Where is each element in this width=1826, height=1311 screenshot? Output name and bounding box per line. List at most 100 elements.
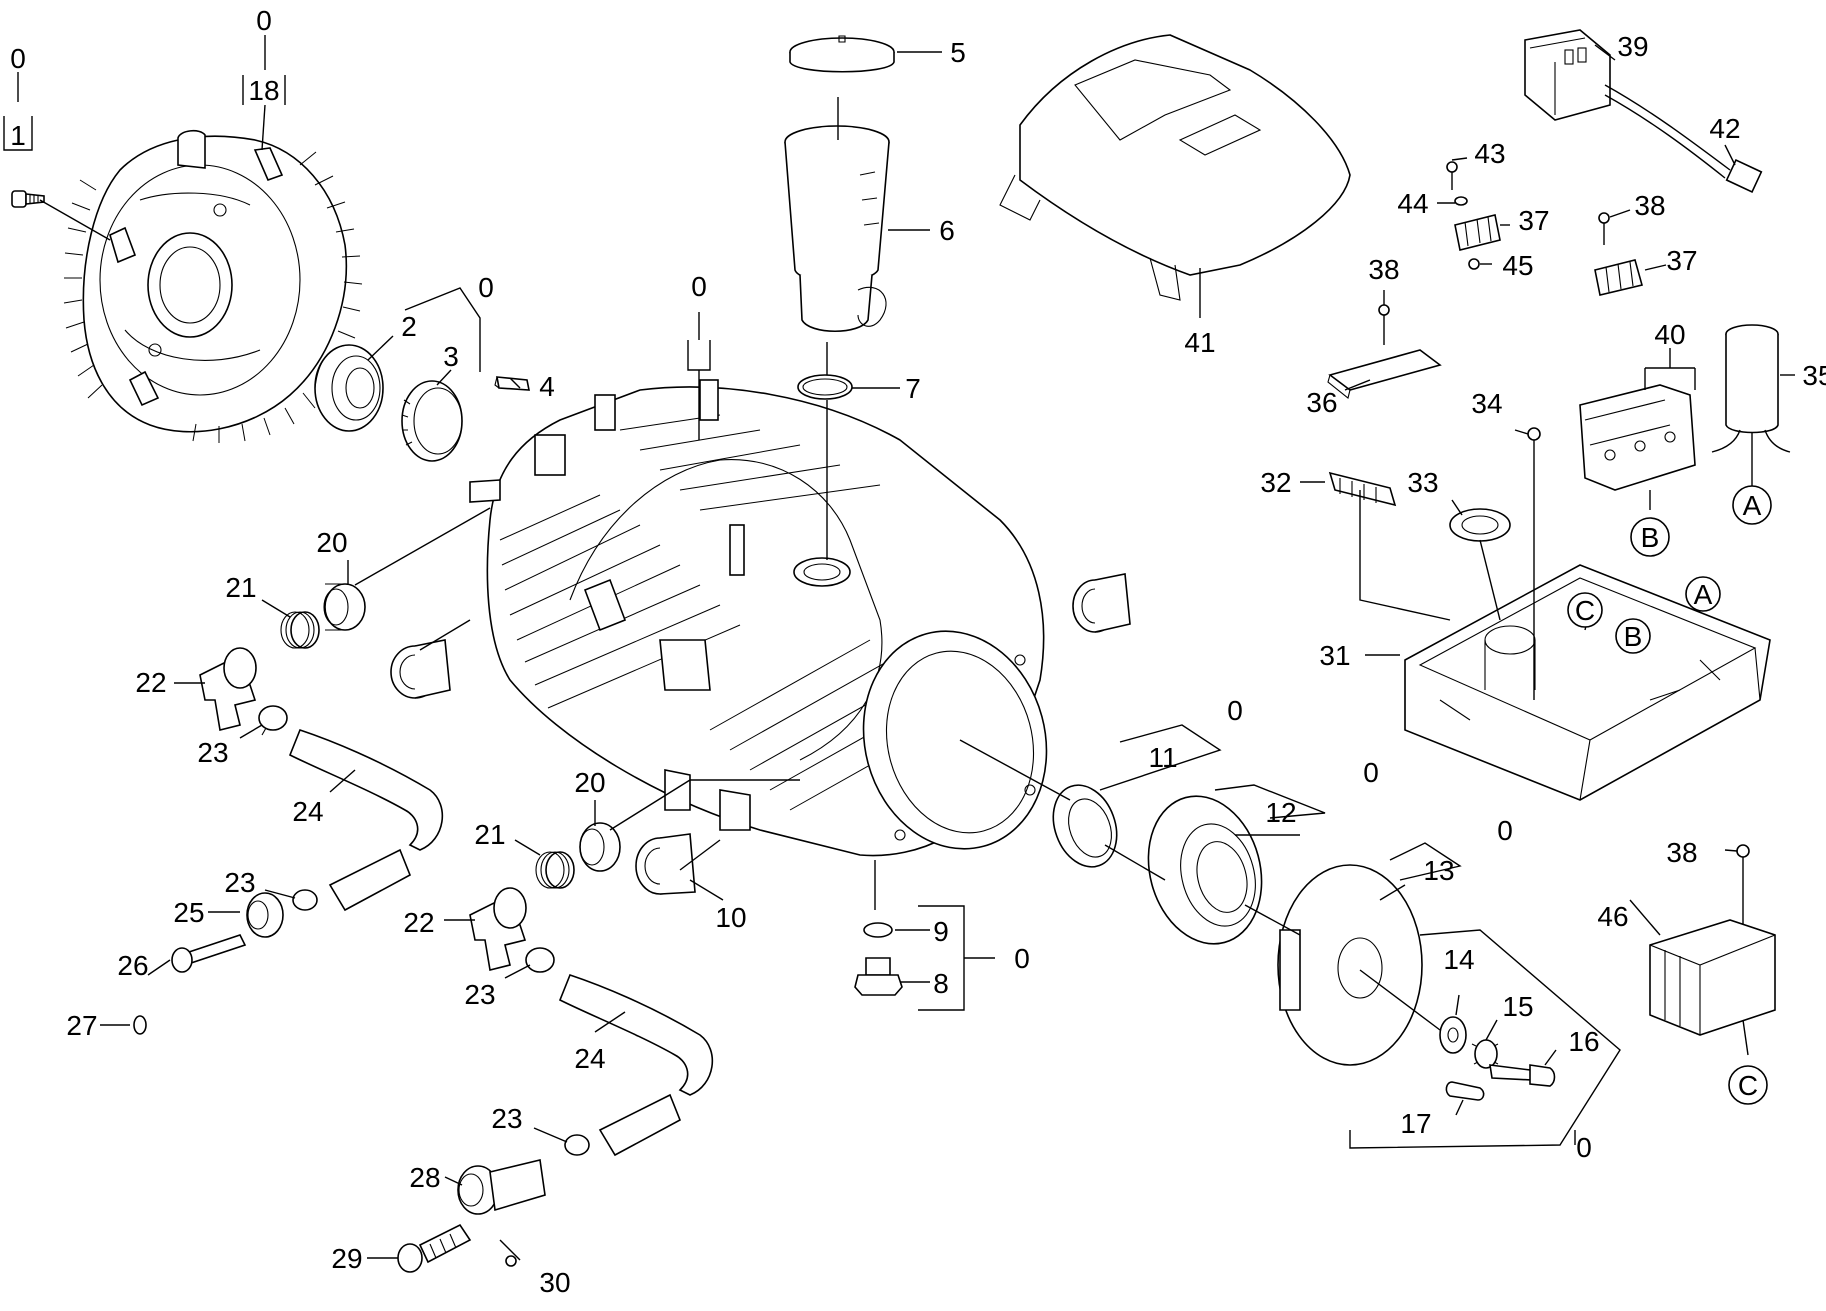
label-25: 25: [173, 897, 204, 928]
label-8: 8: [933, 968, 949, 999]
label-45: 45: [1502, 250, 1533, 281]
callout-circle-c-right: [1728, 1065, 1768, 1105]
label-33: 33: [1407, 467, 1438, 498]
part-number-labels: 0 1 0 18 0 2 3 4 0 5 6 7 20 21 22 23 24 …: [10, 5, 1826, 1298]
label-0: 0: [478, 272, 494, 303]
part-25-nut: [246, 892, 284, 938]
label-9: 9: [933, 916, 949, 947]
label-0: 0: [1497, 815, 1513, 846]
part-11-shaft-seal: [1052, 784, 1118, 868]
label-40: 40: [1654, 319, 1685, 350]
label-0: 0: [256, 5, 272, 36]
part-23-clamp-c: [525, 947, 555, 973]
label-2: 2: [401, 311, 417, 342]
part-20-sleeve-upper: [323, 583, 366, 631]
label-46: 46: [1597, 901, 1628, 932]
part-6-oil-tank: [784, 125, 890, 333]
label-21: 21: [225, 572, 256, 603]
part-7-o-ring: [797, 374, 853, 400]
label-18: 18: [248, 75, 279, 106]
label-10: 10: [715, 902, 746, 933]
label-41: 41: [1184, 327, 1215, 358]
part-17-key: [1445, 1081, 1485, 1101]
label-0: 0: [1363, 757, 1379, 788]
part-12-roller-bearing: [1147, 795, 1263, 945]
part-36-rail: [1327, 349, 1442, 399]
label-13: 13: [1423, 855, 1454, 886]
part-5-cap: [789, 35, 895, 73]
label-27: 27: [66, 1010, 97, 1041]
part-1-screw: [11, 190, 45, 208]
part-3-ring: [401, 380, 463, 462]
label-3: 3: [443, 341, 459, 372]
label-24: 24: [292, 796, 323, 827]
part-38-screw-a: [1378, 304, 1390, 345]
part-23-clamp-b: [292, 889, 318, 911]
part-4-key: [494, 376, 530, 391]
label-15: 15: [1502, 991, 1533, 1022]
part-10-valve-right: [1072, 573, 1131, 633]
label-16: 16: [1568, 1026, 1599, 1057]
label-7: 7: [905, 373, 921, 404]
part-23-clamp-a: [258, 705, 288, 736]
label-30: 30: [539, 1267, 570, 1298]
label-20: 20: [316, 527, 347, 558]
label-0: 0: [691, 271, 707, 302]
part-18-motor-cover: [63, 129, 363, 443]
part-30-screw: [505, 1255, 517, 1267]
part-41-cover-hood: [999, 34, 1351, 301]
callout-letter-a: A: [1694, 579, 1713, 610]
part-31-electrical-box: [1404, 564, 1771, 801]
part-15-lock-washer: [1471, 1039, 1499, 1069]
callout-circles: [1567, 485, 1772, 1105]
label-23: 23: [464, 979, 495, 1010]
part-44-washer: [1454, 196, 1468, 206]
callout-letter-c: C: [1575, 595, 1595, 626]
part-23-clamp-d: [564, 1134, 590, 1156]
part-20-sleeve-lower: [579, 822, 621, 872]
pump-housing: [469, 379, 1048, 857]
part-16-bolt: [1489, 1064, 1556, 1087]
part-39-contactor: [1524, 29, 1611, 121]
label-38: 38: [1634, 190, 1665, 221]
label-26: 26: [117, 950, 148, 981]
part-32-connector: [1328, 471, 1397, 507]
label-35: 35: [1802, 360, 1826, 391]
part-24-hose-upper: [288, 729, 444, 912]
label-0: 0: [1014, 943, 1030, 974]
label-44: 44: [1397, 188, 1428, 219]
label-38: 38: [1666, 837, 1697, 868]
part-14-washer: [1439, 1016, 1467, 1054]
label-0: 0: [1576, 1132, 1592, 1163]
label-37: 37: [1666, 245, 1697, 276]
label-14: 14: [1443, 944, 1474, 975]
part-22-elbow-lower: [469, 887, 527, 971]
callout-circle-b-box: [1615, 618, 1651, 654]
part-42-cable: [1604, 84, 1763, 193]
label-22: 22: [403, 907, 434, 938]
callout-circle-a-right: [1732, 485, 1772, 525]
label-29: 29: [331, 1243, 362, 1274]
part-46-terminal-block: [1649, 919, 1776, 1036]
label-1: 1: [10, 120, 26, 151]
label-34: 34: [1471, 388, 1502, 419]
label-12: 12: [1265, 797, 1296, 828]
label-39: 39: [1617, 31, 1648, 62]
part-28-fitting: [457, 1159, 546, 1215]
label-4: 4: [539, 371, 555, 402]
part-38-screw-b: [1598, 212, 1610, 245]
callout-letter-c: C: [1738, 1070, 1758, 1101]
callout-letter-b: B: [1624, 621, 1643, 652]
label-0: 0: [1227, 695, 1243, 726]
callout-circle-b-right: [1630, 517, 1670, 557]
label-0: 0: [10, 43, 26, 74]
callout-circle-c-box: [1567, 592, 1603, 628]
label-28: 28: [409, 1162, 440, 1193]
label-32: 32: [1260, 467, 1291, 498]
part-8-drain-plug: [854, 957, 903, 996]
label-23: 23: [491, 1103, 522, 1134]
label-17: 17: [1400, 1108, 1431, 1139]
part-27-o-ring: [133, 1015, 147, 1035]
callout-letter-b: B: [1641, 522, 1660, 553]
